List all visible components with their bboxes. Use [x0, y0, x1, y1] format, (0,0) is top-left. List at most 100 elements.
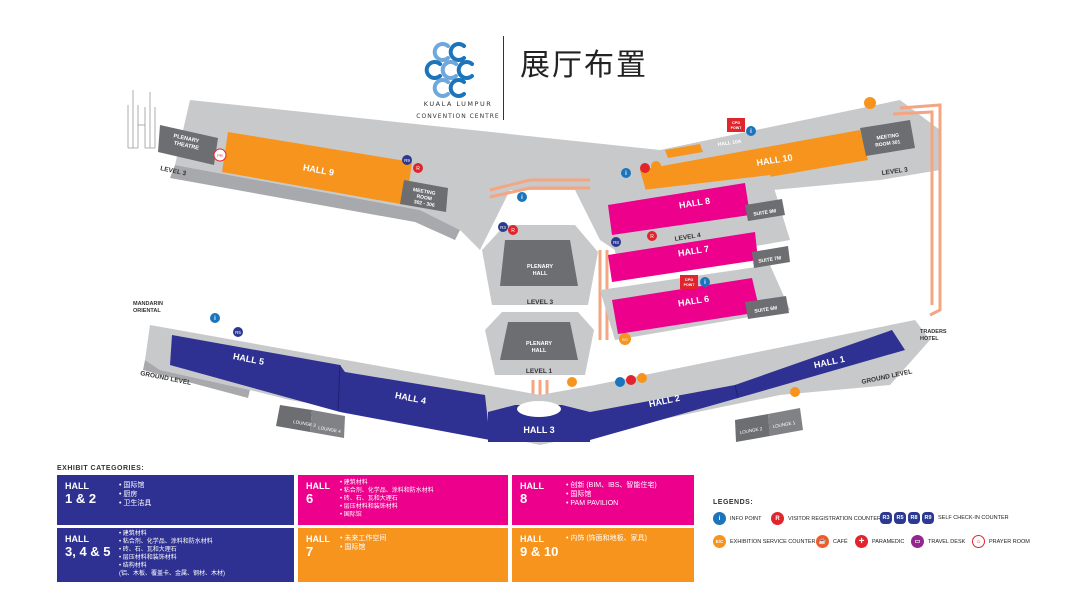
- category-line: • 砖、石、瓦和大理石: [340, 496, 398, 502]
- category-hall-number: 6: [306, 491, 314, 506]
- level3-center-label: LEVEL 3: [527, 299, 554, 306]
- legend-label: VISITOR REGISTRATION COUNTER: [788, 515, 881, 522]
- logo-text-line1: KUALA LUMPUR: [423, 100, 493, 108]
- exhibition-service-icon: E/C: [713, 535, 726, 548]
- info-point-icon-4: i: [704, 280, 706, 286]
- hall-8-label: HALL 8: [678, 196, 711, 211]
- legend-label: EXHIBITION SERVICE COUNTER: [730, 538, 816, 545]
- r8-icon: R8: [613, 240, 619, 245]
- level4-label: LEVEL 4: [674, 232, 701, 243]
- hall-7-label: HALL 7: [677, 244, 710, 259]
- category-line: • 建筑材料: [119, 531, 147, 537]
- hall-2-1[interactable]: [590, 330, 905, 440]
- logo-mark-icon: [424, 42, 474, 98]
- category-hall-label: HALL: [306, 481, 330, 491]
- hall-10[interactable]: HALL 10A HALL 10: [640, 130, 868, 198]
- cpd-point-icon: CPD: [732, 120, 741, 125]
- category-line: • 层压材料和装饰材料: [340, 504, 398, 510]
- cpd-point-icon-2: POINT: [731, 126, 743, 130]
- legend-label: PRAYER ROOM: [989, 538, 1030, 545]
- category-line: (铝、木板、覆盖卡、金属、钢材、木材): [119, 571, 225, 577]
- legend-label: CAFÉ: [833, 538, 848, 545]
- suite-6m-label: SUITE 6M: [754, 305, 778, 315]
- plenary-theatre-label-2: THEATRE: [173, 140, 200, 151]
- level3-right-label: LEVEL 3: [881, 166, 908, 177]
- r8-tag-icon: R8: [908, 512, 920, 524]
- category-line: • 国际馆: [340, 512, 362, 518]
- level1-label: LEVEL 1: [526, 368, 553, 375]
- legend-cafe: ☕ CAFÉ: [816, 535, 848, 548]
- category-line: • PAM PAVILION: [566, 500, 619, 507]
- legend-travel-desk: ▭ TRAVEL DESK: [911, 535, 965, 548]
- suite-8m: SUITE 8M: [745, 199, 785, 221]
- meeting-301-label-1: MEETING: [876, 132, 900, 141]
- prayer-room-icon: ⌂: [972, 535, 985, 548]
- traders-label-1: TRADERS: [920, 329, 947, 335]
- category-hall-7: HALL 7 • 未来工作空间 • 国际馆: [298, 528, 508, 582]
- legend-label: TRAVEL DESK: [928, 538, 966, 545]
- hall-5-4[interactable]: [170, 335, 490, 440]
- category-line: • 粘合剂、化学品、涂料和防水材料: [340, 488, 434, 494]
- registration-icon-2: R: [511, 228, 515, 234]
- category-hall-number: 7: [306, 544, 314, 559]
- hall-3[interactable]: HALL 3: [488, 401, 590, 442]
- category-hall-label: HALL: [520, 534, 544, 544]
- hall-3-label: HALL 3: [523, 425, 554, 435]
- category-hall-number: 1 & 2: [65, 491, 97, 506]
- category-hall-label: HALL: [65, 481, 89, 491]
- meeting-302-label-3: 302 - 306: [413, 199, 435, 209]
- lounge-1-label: LOUNGE 1: [772, 420, 796, 429]
- lounge-4-label: LOUNGE 4: [318, 425, 342, 434]
- cpd-point-icon-4: POINT: [684, 283, 696, 287]
- petronas-towers-icon: [127, 90, 156, 149]
- esc-icon: E/C: [622, 338, 628, 342]
- category-hall-label: HALL: [306, 534, 330, 544]
- hall-6[interactable]: HALL 6: [612, 278, 760, 334]
- category-line: • 未来工作空间: [340, 535, 387, 542]
- map-markers: PR R9 R i R3 R R8 R i i CPD POINT CPD PO…: [210, 97, 876, 397]
- category-line: • 内饰 (饰面和地板、家具): [566, 535, 648, 542]
- plenary-hall-upper-label-1: PLENARY: [527, 264, 553, 270]
- category-line: • 国际馆: [566, 491, 592, 498]
- suite-8m-label: SUITE 8M: [753, 208, 777, 218]
- info-point-icon-2: i: [625, 171, 627, 177]
- info-point-icon: i: [521, 195, 523, 201]
- lounge-2-label: LOUNGE 2: [739, 426, 763, 435]
- category-hall-label: HALL: [520, 481, 544, 491]
- travel-desk-icon: ▭: [911, 535, 924, 548]
- meeting-room-301: MEETING ROOM 301: [860, 120, 915, 156]
- paramedic-cross-icon: +: [855, 535, 868, 548]
- logo-text-line2: CONVENTION CENTRE: [416, 113, 500, 120]
- mandarin-label-1: MANDARIN: [133, 301, 163, 307]
- lounges-left: LOUNGE 3 LOUNGE 4: [276, 405, 345, 438]
- category-line: • 层压材料和装饰材料: [119, 555, 177, 561]
- category-hall-6: HALL 6 • 建筑材料 • 粘合剂、化学品、涂料和防水材料 • 砖、石、瓦和…: [298, 475, 508, 525]
- category-line: • 国际馆: [119, 482, 145, 489]
- registration-icon: R: [416, 166, 420, 172]
- category-line: • 厨房: [119, 491, 138, 498]
- category-hall-1-2: HALL 1 & 2 • 国际馆 • 厨房 • 卫生洁具: [57, 475, 294, 525]
- hall-9[interactable]: HALL 9: [222, 132, 412, 205]
- suite-6m: SUITE 6M: [745, 296, 789, 319]
- registration-icon: R: [771, 512, 784, 525]
- category-line: • 创新 (BIM、IBS、智能住宅): [566, 482, 657, 489]
- legend-visitor-registration: R VISITOR REGISTRATION COUNTER: [771, 512, 881, 525]
- lounges-right: LOUNGE 2 LOUNGE 1: [735, 408, 803, 442]
- category-hall-number: 8: [520, 491, 528, 506]
- info-icon: i: [713, 512, 726, 525]
- lounge-3-label: LOUNGE 3: [293, 419, 317, 428]
- hall-10a-label: HALL 10A: [717, 139, 742, 148]
- legend-info-point: i INFO POINT: [713, 512, 761, 525]
- hall-6-label: HALL 6: [677, 294, 710, 309]
- category-line: • 结构材料: [119, 563, 147, 569]
- central-plenary-block: PLENARY HALL LEVEL 3 PLENARY HALL LEVEL …: [482, 206, 598, 375]
- prayer-room-icon: PR: [217, 153, 223, 158]
- legend-exhibition-service: E/C EXHIBITION SERVICE COUNTER: [713, 535, 815, 548]
- floor-plan-map: PLENARY THEATRE LEVEL 3 HALL 9 MEETING R…: [127, 90, 947, 445]
- category-line: • 卫生洁具: [119, 500, 152, 507]
- hall-7[interactable]: HALL 7: [608, 232, 758, 282]
- exhibit-categories-heading: EXHIBIT CATEGORIES:: [57, 465, 145, 472]
- header-divider: [503, 36, 504, 120]
- info-point-icon-5: i: [214, 316, 216, 322]
- hall-8[interactable]: HALL 8: [608, 183, 750, 235]
